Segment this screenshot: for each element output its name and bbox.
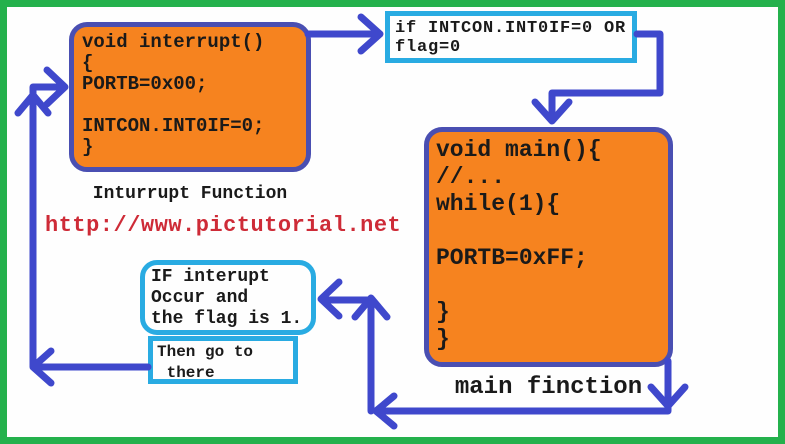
main-function-label: main finction [454,374,643,401]
then-go-text: Then go to there [157,343,254,382]
interrupt-function-box: void interrupt() { PORTB=0x00; INTCON.IN… [69,22,311,172]
watermark-url: http://www.pictutorial.net [45,213,402,238]
main-function-code: void main(){ //... while(1){ PORTB=0xFF;… [436,137,602,352]
main-function-box: void main(){ //... while(1){ PORTB=0xFF;… [424,127,673,367]
interrupt-function-label: Inturrupt Function [92,184,288,204]
interrupt-function-code: void interrupt() { PORTB=0x00; INTCON.IN… [82,31,265,158]
arrow-bottom-to-interrupt-check-icon [317,278,391,415]
interrupt-occur-text: IF interupt Occur and the flag is 1. [151,267,303,329]
condition-text: if INTCON.INT0IF=0 OR flag=0 [395,19,627,57]
arrow-interrupt-to-condition-icon [304,13,384,55]
condition-box: if INTCON.INT0IF=0 OR flag=0 [385,11,637,63]
interrupt-occur-box: IF interupt Occur and the flag is 1. [140,260,316,335]
then-go-box: Then go to there [148,336,298,384]
